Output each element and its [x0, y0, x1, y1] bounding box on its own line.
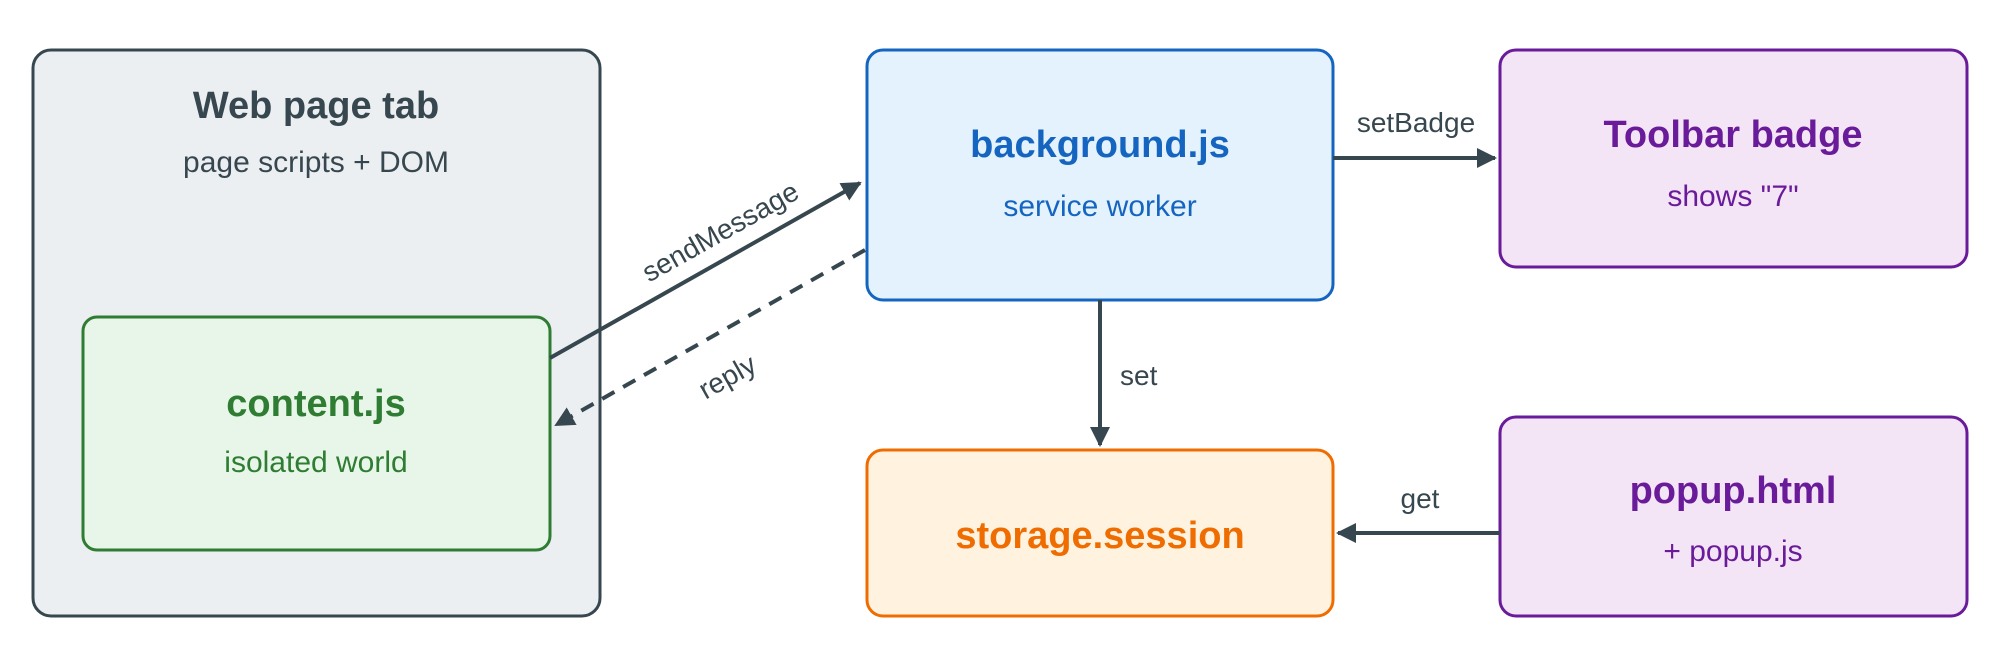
- send-message-arrow: [549, 181, 862, 360]
- storage-session-box: [865, 448, 1335, 618]
- webpage-tab-subtitle: page scripts + DOM: [183, 146, 449, 179]
- storage-session-node: storage.session: [865, 448, 1335, 618]
- toolbar-badge-box: [1498, 48, 1969, 269]
- background-js-box: [865, 48, 1335, 302]
- edge-get: get: [1336, 483, 1500, 543]
- edge-set-badge: setBadge: [1333, 107, 1497, 168]
- content-js-box: [81, 315, 552, 552]
- edge-reply: reply: [554, 248, 866, 427]
- set-label: set: [1120, 360, 1158, 391]
- toolbar-badge-subtitle: shows "7": [1667, 180, 1798, 213]
- toolbar-badge-node: Toolbar badge shows "7": [1498, 48, 1969, 269]
- reply-arrow: [554, 248, 866, 427]
- send-message-label: sendMessage: [637, 175, 804, 288]
- popup-html-node: popup.html + popup.js: [1498, 415, 1969, 618]
- edge-set: set: [1090, 300, 1158, 447]
- reply-label: reply: [693, 348, 761, 405]
- popup-html-title: popup.html: [1630, 470, 1837, 512]
- storage-session-title: storage.session: [955, 515, 1244, 557]
- set-badge-label: setBadge: [1357, 107, 1475, 138]
- get-label: get: [1401, 483, 1440, 514]
- content-js-title: content.js: [226, 383, 405, 425]
- content-js-subtitle: isolated world: [224, 446, 407, 479]
- content-js-node: content.js isolated world: [81, 315, 552, 552]
- background-js-node: background.js service worker: [865, 48, 1335, 302]
- popup-html-box: [1498, 415, 1969, 618]
- background-js-title: background.js: [970, 124, 1230, 166]
- background-js-subtitle: service worker: [1003, 190, 1196, 223]
- webpage-tab-title: Web page tab: [193, 85, 439, 127]
- popup-html-subtitle: + popup.js: [1663, 535, 1802, 568]
- toolbar-badge-title: Toolbar badge: [1604, 114, 1863, 156]
